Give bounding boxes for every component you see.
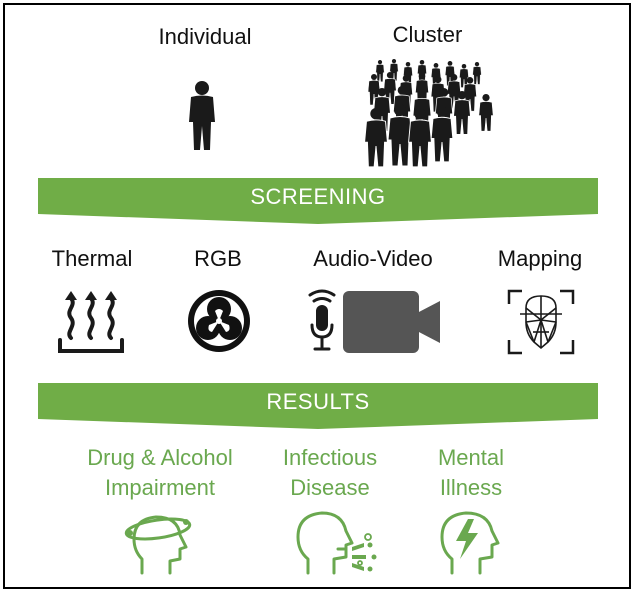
outcome-infectious-line1: Infectious	[282, 445, 378, 470]
results-band	[38, 383, 598, 429]
method-label-audio-video: Audio-Video	[313, 246, 433, 271]
crowd-person	[459, 64, 469, 88]
cough-head-icon	[296, 511, 377, 575]
method-label-mapping: Mapping	[497, 246, 583, 271]
crowd-person	[387, 104, 413, 167]
method-label-rgb: RGB	[194, 246, 242, 271]
cluster-label: Cluster	[392, 22, 463, 47]
head-lightning-icon	[440, 511, 500, 575]
crowd-person	[364, 108, 388, 168]
crowd-person	[408, 108, 432, 168]
outcome-mental-illness: Mental Illness	[418, 443, 524, 503]
outcome-mental-line1: Mental	[437, 445, 505, 470]
crowd-person	[472, 62, 482, 85]
results-label: RESULTS	[266, 389, 370, 414]
heat-waves-icon	[58, 291, 124, 353]
method-label-thermal: Thermal	[51, 246, 133, 271]
head-orbit-icon	[124, 515, 192, 575]
outcome-drug-alcohol: Drug & Alcohol Impairment	[68, 443, 252, 503]
rgb-aperture-icon	[188, 290, 250, 352]
face-mapping-icon	[507, 289, 575, 355]
individual-label: Individual	[158, 24, 252, 49]
outcome-drug-alcohol-line2: Impairment	[104, 475, 216, 500]
crowd-icon	[364, 59, 494, 168]
crowd-person	[453, 91, 471, 135]
outcome-drug-alcohol-line1: Drug & Alcohol	[87, 445, 233, 470]
outcome-infectious-line2: Disease	[290, 475, 370, 500]
diagram-frame	[3, 3, 631, 589]
crowd-person	[375, 60, 385, 82]
person-icon	[189, 81, 215, 150]
crowd-person	[430, 106, 454, 163]
outcome-infectious-disease: Infectious Disease	[268, 443, 392, 503]
microphone-camera-icon	[308, 289, 440, 353]
screening-label: SCREENING	[250, 184, 386, 209]
screening-band	[38, 178, 598, 224]
crowd-person	[478, 94, 494, 132]
outcome-mental-line2: Illness	[439, 475, 503, 500]
